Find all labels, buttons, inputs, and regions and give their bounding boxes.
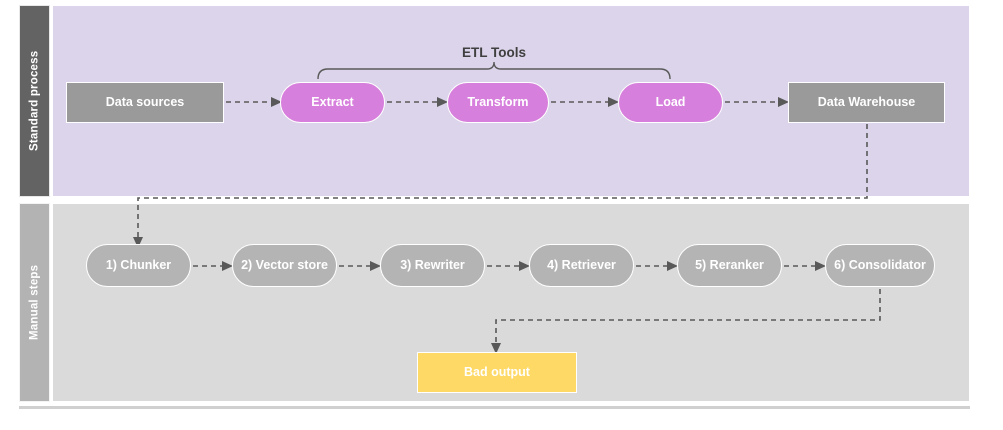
node-bad-output[interactable]: Bad output	[417, 352, 577, 393]
etl-tools-label: ETL Tools	[462, 45, 526, 60]
node-transform[interactable]: Transform	[447, 82, 549, 123]
node-reranker[interactable]: 5) Reranker	[677, 244, 782, 287]
node-vector-store[interactable]: 2) Vector store	[232, 244, 337, 287]
node-chunker[interactable]: 1) Chunker	[86, 244, 191, 287]
node-consolidator[interactable]: 6) Consolidator	[825, 244, 935, 287]
node-rewriter[interactable]: 3) Rewriter	[380, 244, 485, 287]
node-data-sources[interactable]: Data sources	[66, 82, 224, 123]
lane-label-standard-process: Standard process	[19, 5, 50, 197]
lane-label-manual-steps: Manual steps	[19, 203, 50, 402]
node-data-warehouse[interactable]: Data Warehouse	[788, 82, 945, 123]
node-retriever[interactable]: 4) Retriever	[529, 244, 634, 287]
bottom-divider	[19, 406, 970, 409]
node-extract[interactable]: Extract	[280, 82, 385, 123]
node-load[interactable]: Load	[618, 82, 723, 123]
